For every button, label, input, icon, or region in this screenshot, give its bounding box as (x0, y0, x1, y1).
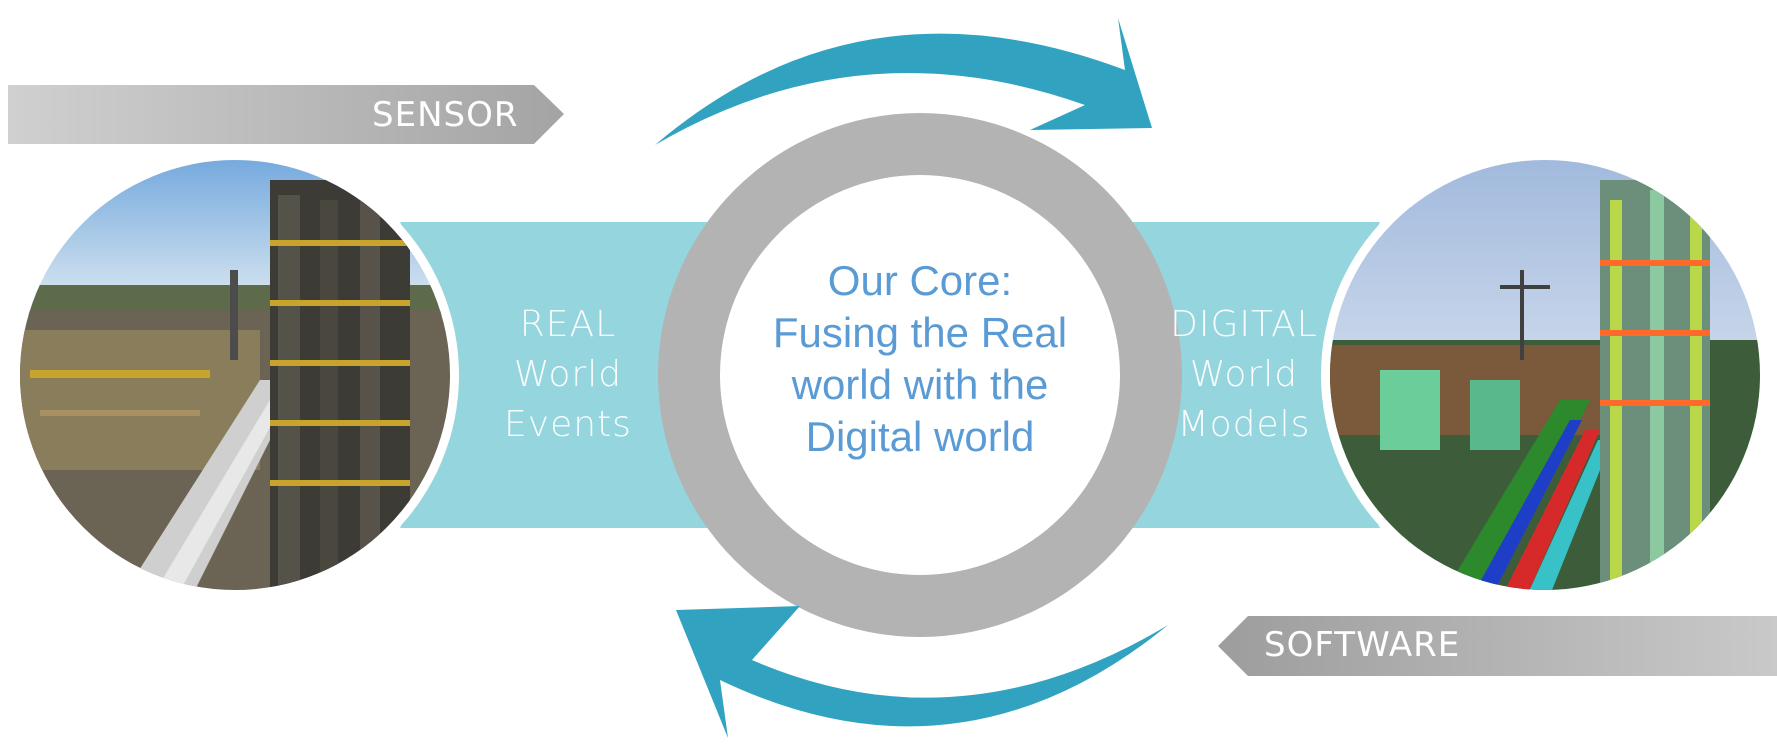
core-line-2: Fusing the Real (772, 309, 1068, 356)
real-world-photo (11, 151, 459, 599)
software-arrow (1218, 616, 1777, 676)
core-statement: Our Core: Fusing the Real world with the… (730, 255, 1110, 463)
core-line-3: world with the (791, 361, 1049, 408)
world-line: World (513, 354, 623, 395)
models-line: Models (1177, 404, 1311, 445)
core-ring (658, 113, 1182, 637)
events-line: Events (504, 404, 632, 445)
sensor-label: SENSOR (372, 95, 519, 135)
top-cycle-arrow (655, 18, 1152, 145)
sensor-arrow (8, 85, 564, 144)
digital-model-image (1321, 151, 1769, 599)
bottom-cycle-arrow (676, 606, 1168, 738)
software-label: SOFTWARE (1264, 625, 1461, 665)
real-line: REAL (519, 304, 617, 345)
core-line-4: Digital world (805, 413, 1035, 460)
digital-world-models-text: DIGITAL World Models (1144, 300, 1344, 450)
digital-line: DIGITAL (1170, 304, 1318, 345)
real-world-events-text: REAL World Events (468, 300, 668, 450)
left-band (400, 222, 710, 528)
core-line-1: Our Core: (827, 257, 1013, 304)
world-line: World (1189, 354, 1299, 395)
